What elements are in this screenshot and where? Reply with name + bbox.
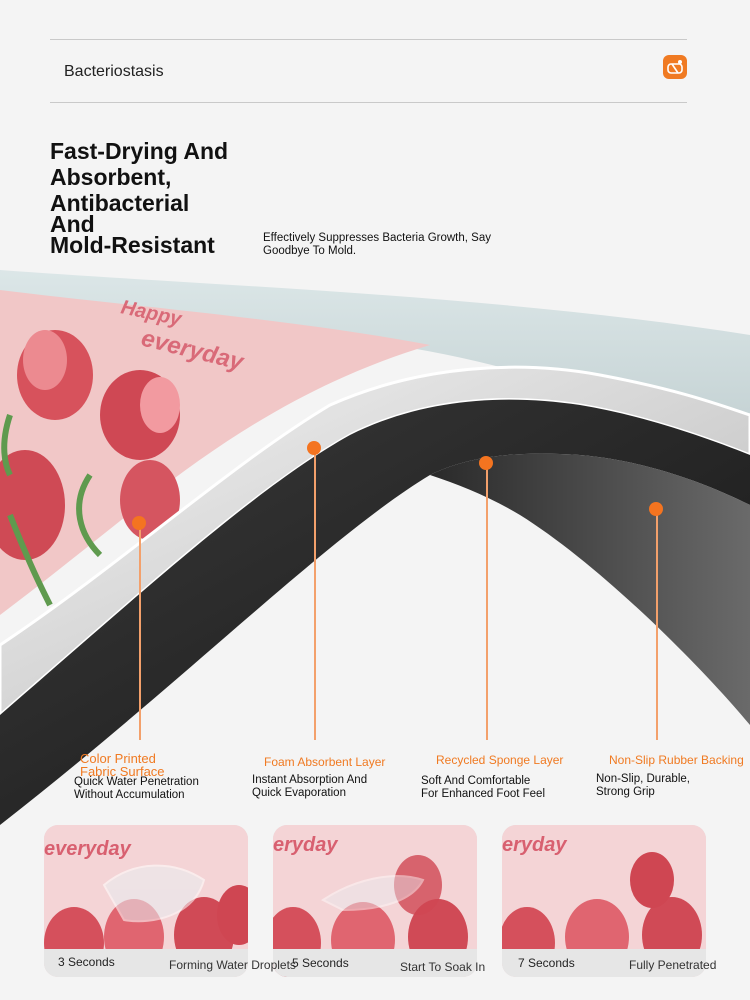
header-divider bbox=[50, 102, 687, 103]
layer-label: Foam Absorbent Layer bbox=[264, 756, 385, 769]
layer-desc-line: Non-Slip, Durable, bbox=[596, 773, 690, 785]
callout-dot bbox=[132, 516, 146, 530]
headline-line: Mold-Resistant bbox=[50, 232, 215, 258]
mat-layers-illustration: Happy everyday bbox=[0, 270, 750, 825]
tulip-print bbox=[0, 330, 180, 607]
layer-desc-line: Without Accumulation bbox=[74, 789, 185, 801]
callout-line bbox=[486, 463, 488, 740]
layer-label: Non-Slip Rubber Backing bbox=[609, 754, 744, 767]
layer-label-line: Foam Absorbent Layer bbox=[264, 755, 386, 769]
layer-desc-line: Soft And Comfortable bbox=[421, 775, 531, 787]
layer-desc-line: For Enhanced Foot Feel bbox=[421, 788, 546, 800]
layer-desc: Non-Slip, Durable, Strong Grip bbox=[596, 773, 690, 799]
layer-desc: Soft And Comfortable For Enhanced Foot F… bbox=[421, 775, 545, 801]
callout-dot bbox=[649, 502, 663, 516]
feature-tag: Bacteriostasis bbox=[64, 63, 164, 80]
headline-line: Absorbent, bbox=[50, 164, 172, 190]
layer-label-line: Color Printed bbox=[80, 751, 156, 766]
stage-thumbnail: eryday bbox=[273, 825, 477, 977]
stage-print-text: eryday bbox=[502, 834, 567, 856]
headline: Fast-Drying And Absorbent, Antibacterial… bbox=[50, 139, 250, 257]
layer-label: Color Printed Fabric Surface bbox=[80, 752, 165, 778]
subheadline: Effectively Suppresses Bacteria Growth, … bbox=[263, 232, 513, 258]
top-divider bbox=[50, 39, 687, 40]
stage-caption: Start To Soak In bbox=[400, 960, 486, 974]
stage-time: 5 Seconds bbox=[292, 956, 349, 970]
callout-line bbox=[314, 448, 316, 740]
stage-print-text: eryday bbox=[273, 834, 338, 856]
layer-desc-line: Quick Evaporation bbox=[252, 787, 346, 799]
headline-line: Antibacterial bbox=[50, 190, 190, 216]
layer-label-line: Non-Slip Rubber Backing bbox=[609, 753, 744, 767]
stage-time: 3 Seconds bbox=[58, 955, 115, 969]
headline-line: Fast-Drying And bbox=[50, 138, 229, 164]
layer-desc-line: Instant Absorption And bbox=[252, 774, 368, 786]
stage-caption: Forming Water Droplets bbox=[169, 958, 296, 972]
callout-line bbox=[656, 509, 658, 740]
layer-label: Recycled Sponge Layer bbox=[436, 754, 563, 767]
layer-desc-line: Strong Grip bbox=[596, 786, 655, 798]
subheadline-line: Effectively Suppresses Bacteria Growth, … bbox=[263, 232, 491, 244]
stage-time: 7 Seconds bbox=[518, 956, 575, 970]
layer-desc: Instant Absorption And Quick Evaporation bbox=[252, 774, 367, 800]
layer-label-line: Recycled Sponge Layer bbox=[436, 753, 564, 767]
stage-caption: Fully Penetrated bbox=[629, 958, 717, 972]
stage-thumbnail: everyday bbox=[44, 825, 248, 977]
callout-dot bbox=[307, 441, 321, 455]
layer-label-line: Fabric Surface bbox=[80, 764, 165, 779]
subheadline-line: Goodbye To Mold. bbox=[263, 245, 357, 257]
stage-print-text: everyday bbox=[44, 838, 132, 860]
sanitizer-badge-icon bbox=[663, 55, 687, 79]
callout-dot bbox=[479, 456, 493, 470]
layer-desc: Quick Water Penetration Without Accumula… bbox=[74, 776, 199, 802]
headline-line: And bbox=[50, 211, 95, 237]
layer-desc-line: Quick Water Penetration bbox=[74, 776, 199, 788]
stage-thumbnail: eryday bbox=[502, 825, 706, 977]
callout-line bbox=[139, 523, 141, 740]
